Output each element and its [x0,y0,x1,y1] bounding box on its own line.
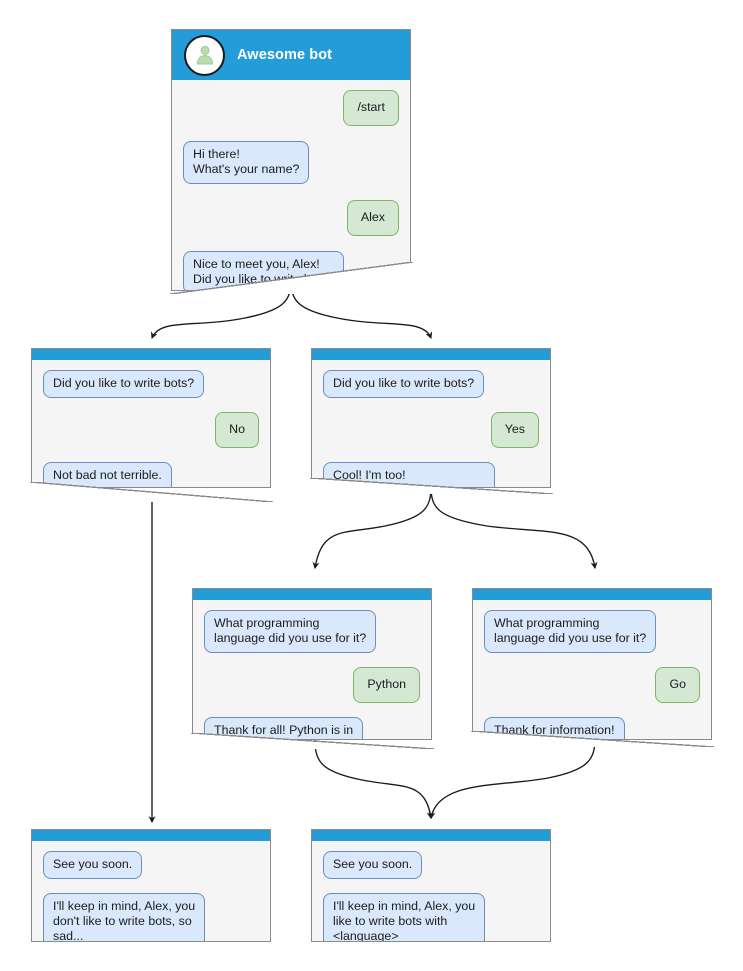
bot-message-bubble[interactable]: Hi there! What's your name? [183,141,310,184]
bot-message-bubble[interactable]: Did you like to write bots? [323,370,485,398]
message-row: Hi there! What's your name? [183,141,399,184]
message-row: Did you like to write bots? [43,370,259,398]
user-message-bubble[interactable]: Go [655,667,700,703]
bot-message-bubble[interactable]: Nice to meet you, Alex! Did you like to … [183,251,345,290]
message-row: Not bad not terrible. See you soon. [43,462,259,487]
edge-go-to-end-happy [428,737,596,820]
chat-node-no-branch[interactable]: Did you like to write bots? No Not bad n… [31,348,271,488]
message-row: See you soon. [323,851,539,879]
node-header-bar [473,589,711,600]
chat-node-yes-branch[interactable]: Did you like to write bots? Yes Cool! I'… [311,348,551,488]
user-message-bubble[interactable]: Alex [346,200,399,236]
node-header-bar [312,349,550,360]
edge-python-to-end-happy [314,739,434,820]
user-message-bubble[interactable]: Python [353,667,420,703]
bot-message-bubble[interactable]: Thank for information! See you soon. [484,717,625,739]
message-row: What programming language did you use fo… [204,610,420,653]
chat-node-end-sad[interactable]: See you soon. I'll keep in mind, Alex, y… [31,829,271,942]
user-message-bubble[interactable]: /start [343,90,399,126]
message-row: No [43,412,259,448]
chat-node-go-branch[interactable]: What programming language did you use fo… [472,588,712,740]
message-row: Cool! I'm too! What programming language… [323,462,539,487]
person-avatar-icon [184,34,225,76]
bot-message-bubble[interactable]: I'll keep in mind, Alex, you like to wri… [323,893,486,941]
chat-thread-yes: Did you like to write bots? Yes Cool! I'… [312,360,550,487]
node-header-bar [32,349,270,360]
message-row: Python [204,667,420,703]
edge-yes-to-go [430,486,598,570]
chat-thread-no: Did you like to write bots? No Not bad n… [32,360,270,487]
edge-yes-to-python [312,486,432,570]
bot-name-label: Awesome bot [237,47,333,63]
message-row: Thank for all! Python is in my hearth! S… [204,717,420,739]
message-row: What programming language did you use fo… [484,610,700,653]
chat-node-root[interactable]: Awesome bot /start Hi there! What's your… [171,29,411,291]
node-header-bar [193,589,431,600]
bot-message-bubble[interactable]: Did you like to write bots? [43,370,205,398]
bot-message-bubble[interactable]: Thank for all! Python is in my hearth! S… [204,717,364,739]
bot-message-bubble[interactable]: Not bad not terrible. See you soon. [43,462,172,487]
chat-thread-root: /start Hi there! What's your name? Alex … [172,80,410,290]
chat-thread-python: What programming language did you use fo… [193,600,431,739]
chat-node-python-branch[interactable]: What programming language did you use fo… [192,588,432,740]
bot-header-bar: Awesome bot [172,30,410,80]
node-header-bar [312,830,550,841]
message-row: Go [484,667,700,703]
bot-message-bubble[interactable]: See you soon. [323,851,423,879]
message-row: I'll keep in mind, Alex, you like to wri… [323,893,539,941]
bot-message-bubble[interactable]: Cool! I'm too! What programming language… [323,462,496,487]
message-row: Yes [323,412,539,448]
bot-message-bubble[interactable]: See you soon. [43,851,143,879]
user-message-bubble[interactable]: No [215,412,259,448]
bot-message-bubble[interactable]: What programming language did you use fo… [484,610,657,653]
chat-thread-end-happy: See you soon. I'll keep in mind, Alex, y… [312,841,550,941]
message-row: /start [183,90,399,126]
bot-message-bubble[interactable]: What programming language did you use fo… [204,610,377,653]
message-row: I'll keep in mind, Alex, you don't like … [43,893,259,941]
message-row: See you soon. [43,851,259,879]
node-header-bar [32,830,270,841]
chat-node-end-happy[interactable]: See you soon. I'll keep in mind, Alex, y… [311,829,551,942]
user-message-bubble[interactable]: Yes [490,412,539,448]
message-row: Thank for information! See you soon. [484,717,700,739]
message-row: Nice to meet you, Alex! Did you like to … [183,251,399,290]
chat-thread-end-sad: See you soon. I'll keep in mind, Alex, y… [32,841,270,941]
message-row: Did you like to write bots? [323,370,539,398]
chat-thread-go: What programming language did you use fo… [473,600,711,739]
bot-message-bubble[interactable]: I'll keep in mind, Alex, you don't like … [43,893,206,941]
message-row: Alex [183,200,399,236]
